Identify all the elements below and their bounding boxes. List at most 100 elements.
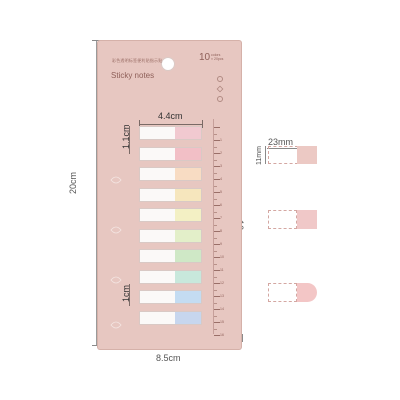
ruler-minor-tick: [214, 172, 217, 174]
ruler-minor-tick: [214, 315, 217, 317]
ruler-minor-tick: [214, 302, 217, 304]
ruler-minor-tick: [214, 146, 217, 148]
sticky-flag-color-tab: [175, 291, 201, 303]
hang-hole: [161, 57, 175, 71]
sticky-flag: [139, 208, 202, 222]
icon-middle-note-tab: [297, 210, 317, 229]
ruler-number: 6: [220, 203, 222, 208]
ruler-number: 7: [220, 216, 222, 221]
sticky-flag-color-tab: [175, 168, 201, 180]
sticky-flag-color-tab: [175, 209, 201, 221]
sticky-flag-color-tab: [175, 188, 201, 201]
ruler-number: 13: [220, 294, 224, 299]
icon-top-height-label: 11mm: [256, 146, 263, 165]
flag-width-label: 4.4cm: [158, 111, 183, 121]
width-dimension-label: 8.5cm: [156, 353, 181, 363]
ruler-major-tick: [214, 309, 220, 311]
ruler-minor-tick: [214, 159, 217, 161]
card-chinese-caption: 彩色透明标签便利贴指示贴: [112, 58, 163, 63]
sticky-flag: [139, 310, 202, 325]
flag-height-bottom-line: [129, 284, 130, 306]
ruler-number: 1: [220, 138, 222, 143]
ruler-minor-tick: [214, 289, 217, 291]
ruler-minor-tick: [214, 211, 217, 213]
icon-top-width-label: 23mm: [268, 137, 294, 147]
decorative-outline-marks: [110, 176, 122, 329]
icon-bottom-note-tab: [297, 283, 317, 302]
ruler-minor-tick: [214, 263, 217, 265]
card-count: 10: [199, 52, 211, 63]
sticky-flag: [139, 269, 202, 284]
ruler-number: 4: [220, 177, 222, 182]
ruler-minor-tick: [214, 250, 217, 252]
ruler-number: 15: [220, 320, 224, 325]
sticky-flag: [139, 290, 202, 304]
ruler-minor-tick: [214, 133, 217, 135]
card-count-subtitle: colors × 20pcs: [211, 53, 224, 61]
decorative-triangle-icon: [216, 85, 224, 93]
flag-width-tick-right: [202, 120, 203, 128]
ruler-major-tick: [214, 296, 220, 298]
flag-height-top-label: 1.1cm: [121, 124, 131, 149]
height-dimension-label: 20cm: [68, 171, 78, 194]
height-dimension-tick-top: [92, 40, 100, 41]
height-dimension-line: [96, 40, 97, 345]
icon-top-note-outline: [268, 146, 298, 164]
flag-width-dimension-line: [139, 124, 202, 125]
flag-width-tick-left: [139, 120, 140, 128]
sticky-flag-color-tab: [175, 311, 201, 324]
sticky-flag: [139, 126, 202, 140]
flag-height-top-line: [129, 126, 130, 154]
ruler-major-tick: [214, 140, 220, 142]
card-decorative-dots: [216, 76, 227, 106]
icon-middle-note-outline: [268, 210, 297, 229]
ruler-minor-tick: [214, 237, 217, 239]
ruler-major-tick: [214, 244, 220, 246]
sticky-flag-color-tab: [175, 147, 201, 160]
ruler-major-tick: [214, 322, 220, 324]
ruler-number: 12: [220, 281, 224, 286]
ruler-major-tick: [214, 166, 220, 168]
ruler-number: 10: [220, 255, 224, 260]
sticky-flag: [139, 249, 202, 263]
ruler-major-tick: [214, 179, 220, 181]
ruler-major-tick: [214, 127, 220, 128]
sticky-flag: [139, 146, 202, 161]
decorative-circle-icon: [217, 76, 223, 82]
ruler-major-tick: [214, 257, 220, 259]
icon-top-width-line: [267, 148, 317, 149]
ruler-major-tick: [214, 335, 220, 337]
ruler-minor-tick: [214, 185, 217, 187]
ruler-number: 5: [220, 190, 222, 195]
sticky-notes-card: 彩色透明标签便利贴指示贴 Sticky notes 10 colors × 20…: [97, 40, 242, 350]
ruler-number: 16: [220, 333, 224, 338]
ruler-minor-tick: [214, 198, 217, 200]
sticky-flag: [139, 228, 202, 243]
decorative-circle-icon: [217, 96, 223, 102]
ruler-minor-tick: [214, 328, 217, 330]
ruler-number: 9: [220, 242, 222, 247]
card-title: Sticky notes: [111, 71, 155, 80]
ruler-number: 2: [220, 151, 222, 156]
ruler-major-tick: [214, 218, 220, 220]
ruler-minor-tick: [214, 276, 217, 278]
ruler-number: 3: [220, 164, 222, 169]
width-dimension-tick-right: [242, 334, 243, 342]
height-dimension-tick-bottom: [92, 345, 100, 346]
ruler-major-tick: [214, 283, 220, 285]
ruler-major-tick: [214, 205, 220, 207]
sticky-flag: [139, 187, 202, 202]
sticky-flag-color-tab: [175, 270, 201, 283]
ruler-number: 14: [220, 307, 224, 312]
ruler-minor-tick: [214, 224, 217, 226]
ruler-major-tick: [214, 231, 220, 233]
ruler-number: 11: [220, 268, 224, 273]
sticky-flag: [139, 167, 202, 181]
sticky-flag-color-tab: [175, 250, 201, 262]
ruler-major-tick: [214, 192, 220, 194]
icon-top-height-line: [265, 146, 266, 164]
icon-top-note-tab: [297, 146, 317, 164]
ruler-major-tick: [214, 153, 220, 155]
icon-bottom-note-outline: [268, 283, 297, 302]
